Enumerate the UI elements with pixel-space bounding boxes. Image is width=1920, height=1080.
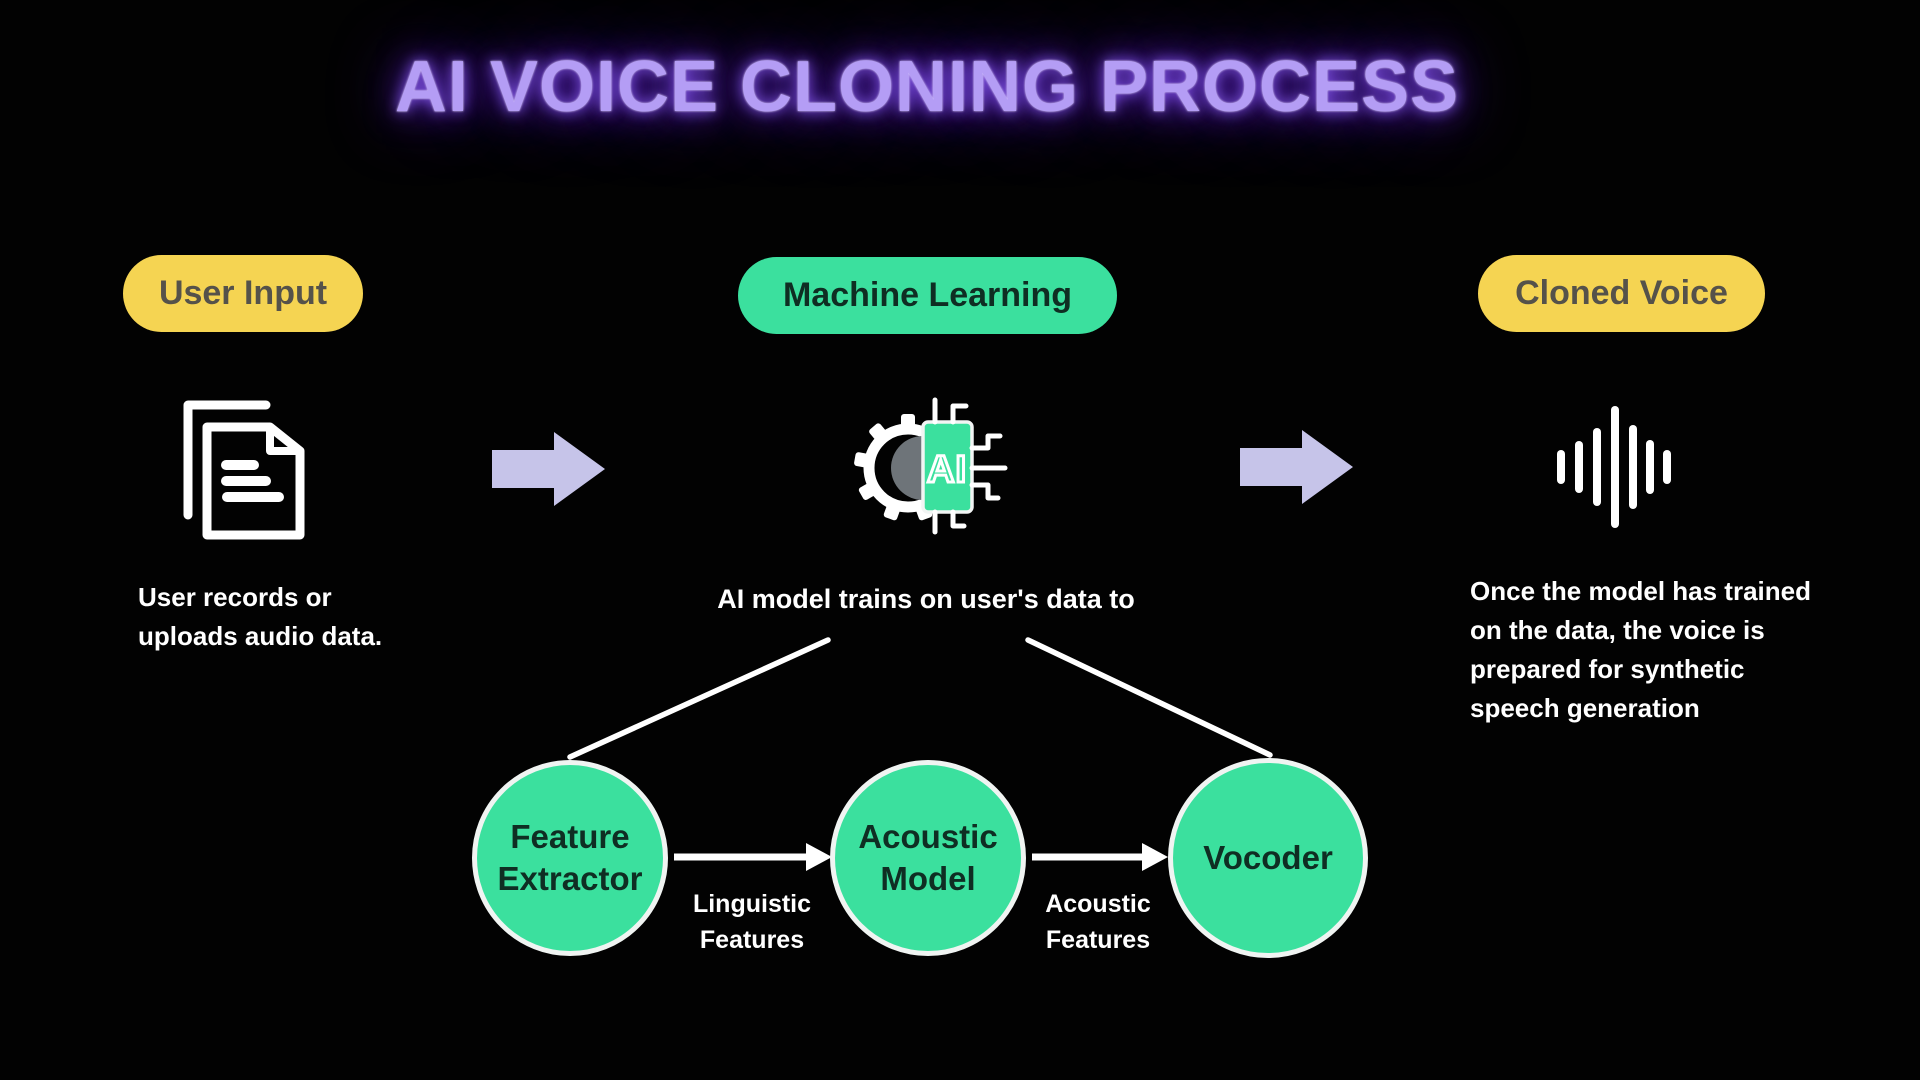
node-label-line: Vocoder xyxy=(1203,839,1333,876)
caption-line: prepared for synthetic xyxy=(1470,654,1745,684)
caption-line: AI model trains on user's data to xyxy=(717,584,1135,614)
pipeline-arrow-2 xyxy=(1032,843,1168,871)
node-label-line: Acoustic xyxy=(858,818,998,855)
flow-arrow-right-icon xyxy=(1240,430,1353,504)
ai-chip-gear-icon: AI xyxy=(854,397,1008,535)
caption-line: uploads audio data. xyxy=(138,621,383,651)
branch-line-left xyxy=(567,637,831,760)
edge-label-linguistic-features: Linguistic Features xyxy=(693,886,811,958)
stage-pill-cloned-voice: Cloned Voice xyxy=(1478,255,1765,332)
stage-pill-cloned-voice-label: Cloned Voice xyxy=(1515,274,1728,312)
chip-circuit-traces xyxy=(932,397,1008,535)
node-label-line: Model xyxy=(880,860,976,897)
edge-label-line: Features xyxy=(1045,926,1151,954)
ai-chip-label: AI xyxy=(927,449,967,491)
edge-label-line: Acoustic xyxy=(1045,890,1151,918)
machine-learning-caption: AI model trains on user's data to xyxy=(717,580,1135,619)
user-input-caption: User records or uploads audio data. xyxy=(138,578,382,656)
flow-arrow-right-icon xyxy=(492,432,605,506)
document-icon xyxy=(183,400,305,540)
stage-pill-user-input-label: User Input xyxy=(158,274,328,312)
edge-label-line: Linguistic xyxy=(692,890,812,918)
pipeline-arrow-1 xyxy=(674,843,832,871)
node-feature-extractor: Feature Extractor xyxy=(472,760,668,956)
edge-label-line: Features xyxy=(699,926,805,954)
cloned-voice-caption: Once the model has trained on the data, … xyxy=(1470,572,1811,728)
page-title: AI VOICE CLONING PROCESS xyxy=(394,47,1460,127)
gear-half-disc xyxy=(891,436,923,500)
voice-waveform-icon xyxy=(1557,406,1671,528)
stage-pill-machine-learning-label: Machine Learning xyxy=(782,276,1073,314)
caption-line: on the data, the voice is xyxy=(1470,615,1765,645)
node-label-line: Feature xyxy=(510,818,630,855)
stage-pill-machine-learning: Machine Learning xyxy=(738,257,1117,334)
node-label-line: Extractor xyxy=(497,860,643,897)
caption-line: User records or xyxy=(138,582,332,612)
node-acoustic-model: Acoustic Model xyxy=(830,760,1026,956)
caption-line: speech generation xyxy=(1470,693,1700,723)
caption-line: Once the model has trained xyxy=(1470,576,1811,606)
branch-line-right xyxy=(1025,637,1273,758)
stage-pill-user-input: User Input xyxy=(123,255,363,332)
node-vocoder: Vocoder xyxy=(1168,758,1368,958)
edge-label-acoustic-features: Acoustic Features xyxy=(1045,886,1151,958)
